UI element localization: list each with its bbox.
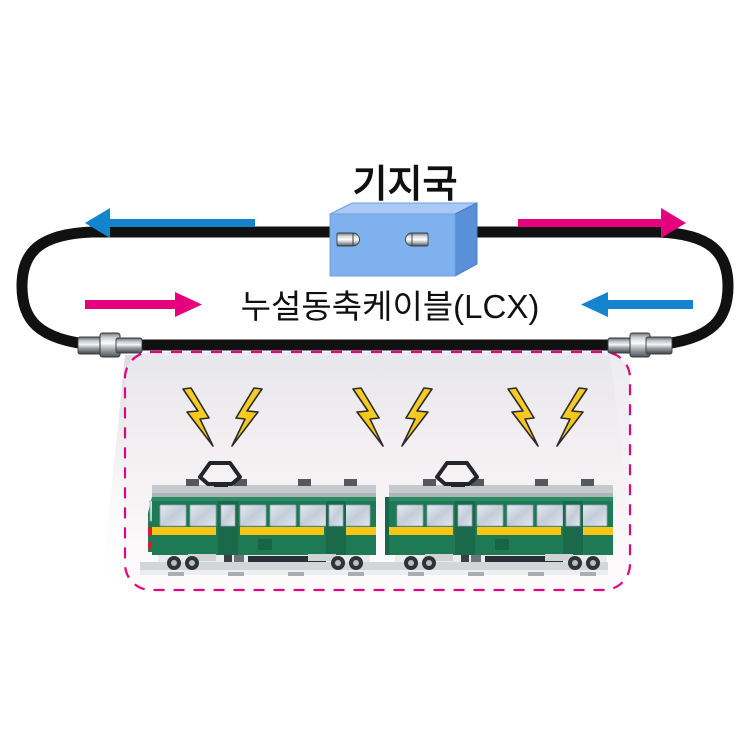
mid-right-arrow [581, 292, 693, 317]
lcx-left-connector [77, 332, 143, 358]
base-station-label: 기지국 [353, 164, 458, 206]
train-car-front [148, 461, 378, 572]
lcx-right-connector [607, 332, 673, 358]
lcx-cable-right-loop [414, 226, 734, 351]
base-station-box[interactable] [329, 202, 478, 277]
lcx-cable-label: 누설동축케이블(LCX) [241, 288, 540, 325]
mid-left-arrow [85, 292, 202, 317]
top-left-arrow [85, 208, 255, 238]
base-station-right-port [405, 232, 429, 247]
lcx-cable-left-loop [16, 226, 336, 351]
top-right-arrow [518, 208, 686, 238]
sleepers [168, 572, 596, 576]
rail-bed [140, 562, 608, 570]
base-station-left-port [336, 232, 360, 247]
electric-train [140, 461, 615, 576]
rail-base [140, 570, 608, 575]
train-car-rear [385, 461, 615, 572]
lcx-cable [16, 226, 734, 351]
